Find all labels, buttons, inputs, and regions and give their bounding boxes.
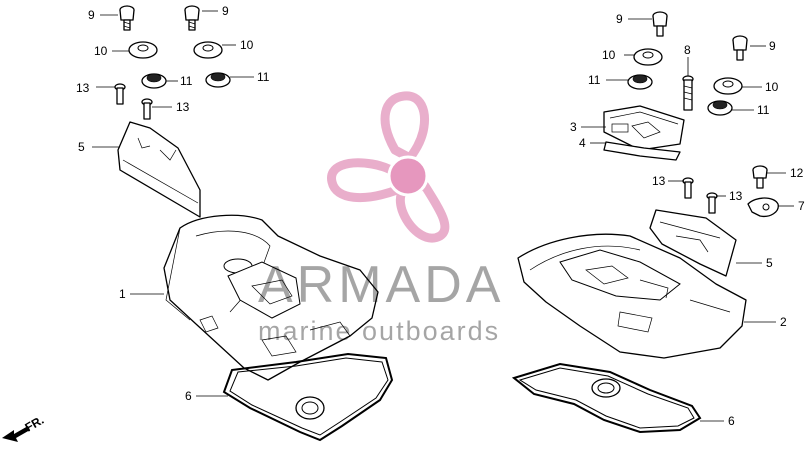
bolt-9-left — [119, 5, 135, 31]
watermark-brand: ARMADA — [258, 256, 504, 314]
gasket-6-right — [511, 362, 702, 434]
washer-10-center — [193, 41, 223, 59]
screw-13-right-b — [706, 192, 718, 214]
cover-5-right — [649, 209, 737, 277]
bolt-12 — [752, 165, 768, 189]
callout-13: 13 — [729, 189, 743, 203]
armada-propeller-logo — [327, 91, 450, 243]
bolt-9-far-right — [732, 35, 748, 61]
grommet-11-center — [205, 72, 231, 88]
washer-10-far-right — [713, 77, 743, 95]
callout-9: 9 — [616, 12, 623, 26]
stud-8 — [682, 75, 694, 111]
callout-9: 9 — [222, 4, 229, 18]
leader-lines — [92, 10, 794, 422]
head-cover-1 — [163, 214, 379, 381]
gasket-6-left — [222, 352, 394, 442]
callout-9: 9 — [88, 8, 95, 22]
screw-13-right-a — [682, 177, 694, 199]
grommet-11-left — [141, 73, 167, 89]
bolt-9-right-top — [652, 11, 668, 37]
callout-3: 3 — [570, 120, 577, 134]
screw-13-left-a — [114, 83, 126, 105]
bolt-9-center — [184, 5, 200, 31]
callout-13: 13 — [652, 174, 666, 188]
callout-10: 10 — [602, 48, 616, 62]
callout-11: 11 — [180, 74, 193, 88]
callout-2: 2 — [780, 315, 787, 329]
gasket-4 — [603, 141, 681, 161]
callout-5: 5 — [766, 256, 773, 270]
clip-7 — [747, 197, 779, 218]
callout-7: 7 — [798, 199, 805, 213]
callout-5: 5 — [78, 140, 85, 154]
cover-5-left — [117, 121, 201, 218]
callout-11: 11 — [757, 103, 770, 117]
washer-10-right-top — [633, 48, 663, 66]
callout-9: 9 — [769, 39, 776, 53]
callout-13: 13 — [76, 81, 90, 95]
grommet-11-far-right — [707, 100, 733, 116]
front-direction-arrow-icon — [2, 426, 30, 442]
callout-labels: 9 9 10 10 11 11 13 13 5 1 6 9 10 11 8 9 … — [76, 4, 805, 428]
callout-6: 6 — [728, 414, 735, 428]
grommet-11-right-top — [627, 74, 653, 90]
callout-10: 10 — [94, 44, 108, 58]
watermark-tagline: marine outboards — [258, 316, 500, 346]
callout-4: 4 — [579, 136, 586, 150]
breather-3 — [603, 105, 685, 151]
callout-8: 8 — [684, 43, 691, 57]
callout-1: 1 — [119, 287, 126, 301]
head-cover-2 — [517, 233, 747, 359]
callout-6: 6 — [185, 389, 192, 403]
callout-10: 10 — [765, 80, 779, 94]
callout-12: 12 — [790, 166, 804, 180]
callout-10: 10 — [240, 38, 254, 52]
callout-13: 13 — [176, 100, 190, 114]
callout-11: 11 — [588, 73, 601, 87]
screw-13-left-b — [141, 98, 153, 120]
callout-11: 11 — [257, 70, 270, 84]
washer-10-left — [128, 41, 158, 59]
